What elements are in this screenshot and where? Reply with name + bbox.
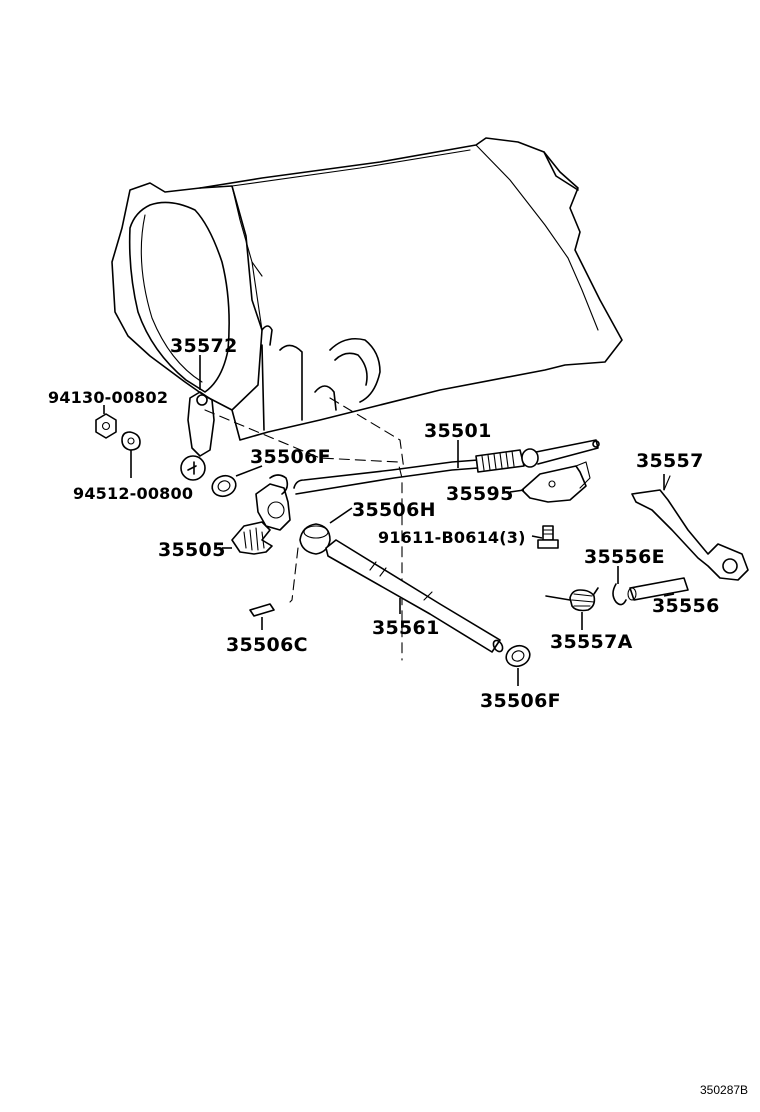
label-35572: 35572	[170, 335, 238, 357]
part-35556-pin	[627, 577, 689, 601]
part-35506C-pin	[249, 603, 275, 617]
label-35595: 35595	[446, 483, 514, 505]
part-labels: 35572 94130-00802 94512-00800 35506F 355…	[48, 335, 720, 712]
part-35557-lever	[631, 475, 749, 581]
part-35506F-seal-top	[211, 474, 237, 498]
part-94130-nut	[95, 413, 117, 439]
figure-reference: 350287B	[700, 1083, 748, 1097]
part-35557A-spring	[545, 587, 599, 612]
label-35556E: 35556E	[584, 546, 665, 568]
label-94130-00802: 94130-00802	[48, 388, 168, 407]
label-35506H: 35506H	[352, 499, 436, 521]
transmission-housing	[111, 137, 623, 441]
label-94512-00800: 94512-00800	[73, 484, 193, 503]
part-94512-washer	[121, 431, 141, 451]
label-35505: 35505	[158, 539, 226, 561]
part-35501-control-rod	[293, 439, 600, 495]
label-35506F-top: 35506F	[250, 446, 331, 468]
label-35501: 35501	[424, 420, 492, 442]
part-35505-detent-lever	[231, 474, 291, 555]
label-35556: 35556	[652, 595, 720, 617]
label-35561: 35561	[372, 617, 440, 639]
guide-lines	[204, 397, 405, 661]
part-35572-lever	[180, 391, 215, 481]
label-35506C: 35506C	[226, 634, 308, 656]
part-35506H-bushing	[299, 523, 331, 555]
label-35557: 35557	[636, 450, 704, 472]
part-35556E-clip	[612, 583, 627, 606]
label-91611-B0614: 91611-B0614(3)	[378, 528, 526, 547]
part-35561-shaft	[325, 539, 504, 653]
part-91611-bolt	[537, 525, 559, 549]
leader-lines	[103, 355, 675, 686]
part-35506F-seal-bottom	[505, 644, 531, 668]
label-35506F-bottom: 35506F	[480, 690, 561, 712]
label-35557A: 35557A	[550, 631, 633, 653]
part-35595-bracket	[521, 461, 591, 503]
